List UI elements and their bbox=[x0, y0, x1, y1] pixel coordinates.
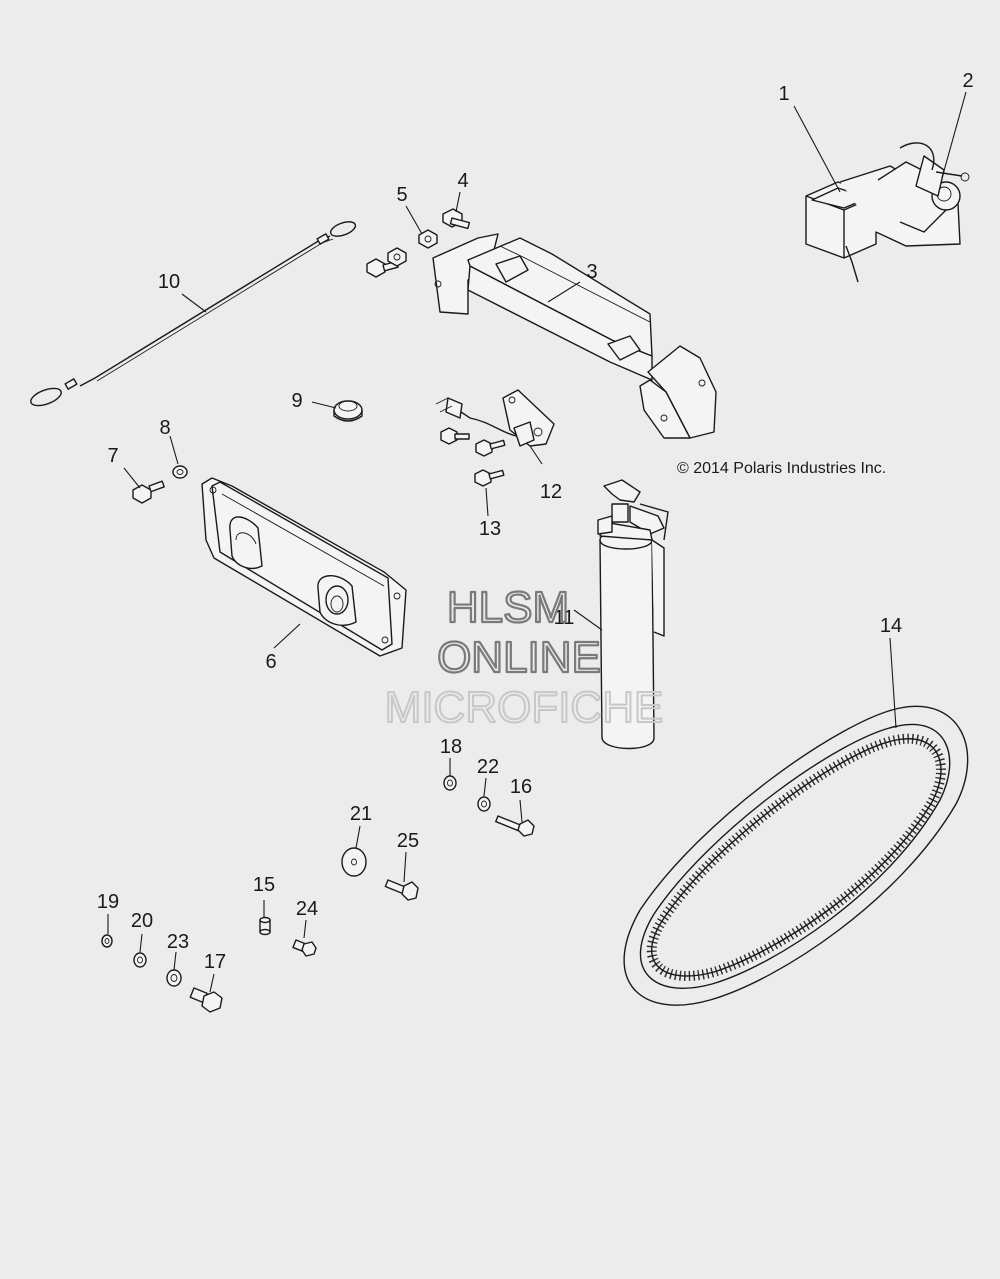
callout-2: 2 bbox=[962, 70, 973, 92]
copyright-text: © 2014 Polaris Industries Inc. bbox=[677, 460, 886, 477]
part-15-pin[interactable] bbox=[259, 916, 271, 936]
part-19-washer[interactable] bbox=[101, 934, 113, 948]
part-13-bolt[interactable] bbox=[474, 469, 505, 487]
callout-7: 7 bbox=[107, 445, 118, 467]
part-20-washer[interactable] bbox=[133, 952, 147, 968]
part-10-cable[interactable] bbox=[29, 219, 358, 409]
callout-10: 10 bbox=[158, 271, 180, 293]
callout-1: 1 bbox=[778, 83, 789, 105]
part-8-washer[interactable] bbox=[172, 465, 188, 479]
part-16-bolt[interactable] bbox=[495, 815, 535, 837]
part-18-nut[interactable] bbox=[443, 775, 457, 791]
part-14-belt[interactable] bbox=[623, 705, 969, 1006]
callout-16: 16 bbox=[510, 776, 532, 798]
part-24-bolt[interactable] bbox=[292, 939, 317, 957]
callout-22: 22 bbox=[477, 756, 499, 778]
part-2-pin[interactable] bbox=[899, 142, 970, 182]
callout-12: 12 bbox=[540, 481, 562, 503]
part-bolt-left[interactable] bbox=[366, 258, 399, 278]
part-3-bracket[interactable] bbox=[432, 233, 717, 439]
callout-24: 24 bbox=[296, 898, 318, 920]
part-21-washer[interactable] bbox=[341, 847, 367, 877]
watermark: HLSM ONLINE MICROFICHE bbox=[384, 582, 665, 733]
part-23-washer[interactable] bbox=[166, 969, 182, 987]
callout-9: 9 bbox=[291, 390, 302, 412]
callouts: 1 2 3 4 5 6 7 8 9 10 11 12 13 14 15 16 1… bbox=[97, 70, 974, 973]
part-nut-left[interactable] bbox=[387, 247, 407, 267]
part-9-grommet[interactable] bbox=[333, 400, 363, 422]
part-4-bolt[interactable] bbox=[442, 208, 471, 230]
part-6-plate[interactable] bbox=[201, 477, 407, 657]
callout-23: 23 bbox=[167, 931, 189, 953]
callout-20: 20 bbox=[131, 910, 153, 932]
callout-19: 19 bbox=[97, 891, 119, 913]
leader-lines bbox=[107, 91, 967, 993]
callout-5: 5 bbox=[396, 184, 407, 206]
callout-8: 8 bbox=[159, 417, 170, 439]
watermark-line-2: ONLINE bbox=[437, 633, 601, 682]
callout-4: 4 bbox=[457, 170, 468, 192]
part-5-nut[interactable] bbox=[418, 229, 438, 249]
callout-18: 18 bbox=[440, 736, 462, 758]
part-25-bolt[interactable] bbox=[384, 879, 419, 901]
callout-6: 6 bbox=[265, 651, 276, 673]
watermark-line-3: MICROFICHE bbox=[385, 683, 664, 732]
watermark-line-1: HLSM bbox=[447, 583, 569, 632]
callout-15: 15 bbox=[253, 874, 275, 896]
part-12-bolts[interactable] bbox=[440, 427, 506, 457]
callout-14: 14 bbox=[880, 615, 902, 637]
callout-13: 13 bbox=[479, 518, 501, 540]
part-17-bolt[interactable] bbox=[189, 987, 223, 1013]
callout-21: 21 bbox=[350, 803, 372, 825]
part-7-bolt[interactable] bbox=[132, 480, 165, 504]
callout-17: 17 bbox=[204, 951, 226, 973]
part-12-sensor[interactable] bbox=[435, 389, 555, 447]
callout-25: 25 bbox=[397, 830, 419, 852]
part-1-hitch-receiver[interactable] bbox=[805, 155, 961, 283]
callout-11: 11 bbox=[554, 607, 575, 629]
part-11-extinguisher[interactable] bbox=[597, 479, 669, 750]
callout-3: 3 bbox=[586, 261, 597, 283]
part-22-washer[interactable] bbox=[477, 796, 491, 812]
